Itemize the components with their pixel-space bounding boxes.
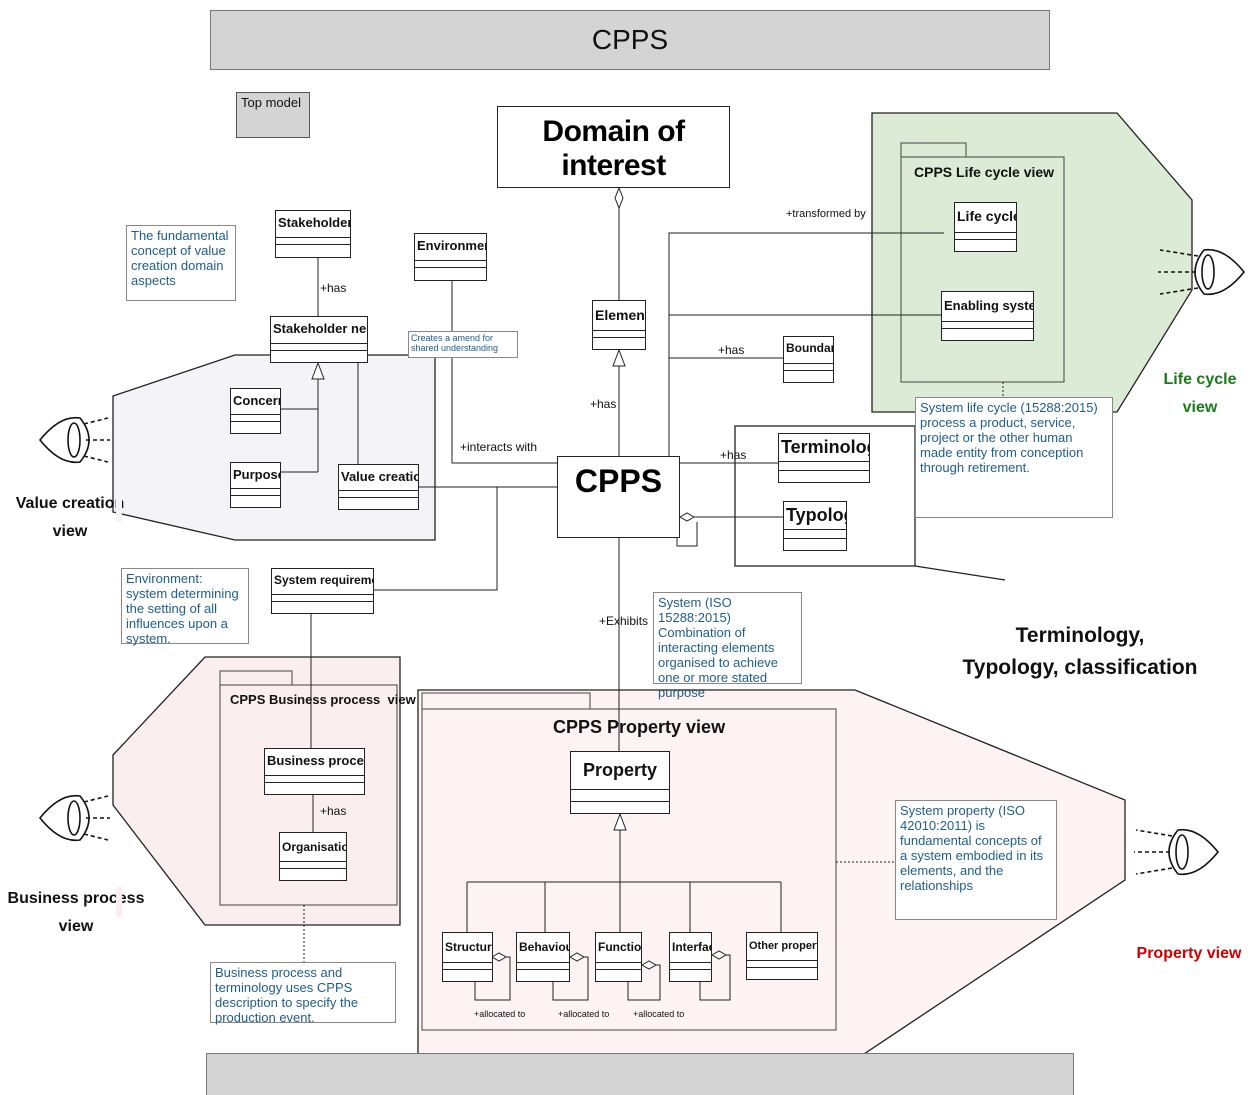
organisation-title: Organisation <box>280 833 346 862</box>
life-cycle-view-shape <box>871 112 1193 413</box>
interface-title: Interface <box>670 933 711 963</box>
value-label-clip <box>116 492 122 522</box>
value-creation-view-shape <box>112 354 436 541</box>
enabling-system-title: Enabling system <box>942 292 1033 322</box>
structure-box[interactable]: Structure <box>442 932 493 982</box>
purpose-title: Purpose <box>231 463 280 489</box>
life-cycle-package-title: CPPS Life cycle view <box>914 164 1055 180</box>
stakeholder-need-title: Stakeholder need <box>271 317 367 344</box>
life-cycle-title: Life cycle <box>955 203 1016 233</box>
business-process-view-label: Business process view <box>7 890 145 935</box>
system-def-note: System (ISO 15288:2015) Combination of i… <box>653 592 802 700</box>
boundary-box[interactable]: Boundary <box>783 336 834 383</box>
element-box[interactable]: Element <box>592 300 646 350</box>
function-title: Function <box>596 933 641 963</box>
business-process-box[interactable]: Business process <box>264 748 365 795</box>
business-package-title: CPPS Business process view <box>230 692 416 707</box>
stakeholders-box[interactable]: Stakeholders <box>275 210 351 258</box>
element-has-label: +has <box>590 397 617 411</box>
allocated-to-label-3: +allocated to <box>633 1009 685 1019</box>
property-package-outline <box>421 692 837 1031</box>
domain-of-interest-box[interactable]: Domain of interest <box>497 106 730 188</box>
environment-title: Environment <box>415 234 486 261</box>
cpps-box[interactable]: CPPS <box>557 456 680 538</box>
concern-title: Concern <box>231 389 280 415</box>
eye-icon <box>1158 248 1246 296</box>
interacts-with-label: +interacts with <box>460 440 538 454</box>
enabling-system-box[interactable]: Enabling system <box>941 291 1034 341</box>
interface-box[interactable]: Interface <box>669 932 712 982</box>
organisation-box[interactable]: Organisation <box>279 832 347 881</box>
purpose-box[interactable]: Purpose <box>230 462 281 508</box>
business-has-label: +has <box>320 804 347 818</box>
allocated-to-label-1: +allocated to <box>474 1009 526 1019</box>
business-process-title: Business process <box>265 749 364 776</box>
element-title: Element <box>593 301 645 331</box>
terminology-box[interactable]: Terminology <box>778 433 870 483</box>
lifecycle-def-note: System life cycle (15288:2015) process a… <box>915 397 1113 518</box>
boundary-title: Boundary <box>784 337 833 364</box>
life-cycle-package-outline <box>900 142 1065 383</box>
value-creation-view-label: Value creation view <box>15 495 125 540</box>
business-def-note: Business process and terminology uses CP… <box>210 962 396 1025</box>
life-cycle-box[interactable]: Life cycle <box>954 202 1017 252</box>
boundary-has-label: +has <box>718 343 745 357</box>
property-view-label: Property view <box>1136 945 1242 962</box>
eye-icon <box>38 794 110 842</box>
stakeholders-has-label: +has <box>320 281 347 295</box>
other-property-title: Other property <box>747 933 817 961</box>
function-box[interactable]: Function <box>595 932 642 982</box>
property-def-note: System property (ISO 42010:2011) is fund… <box>895 800 1057 920</box>
business-label-clip <box>116 887 122 917</box>
business-package-outline <box>219 670 398 906</box>
system-requirement-box[interactable]: System requirement <box>271 568 374 614</box>
exhibits-label: +Exhibits <box>599 614 649 628</box>
environment-def-note: Environment: system determining the sett… <box>121 568 249 646</box>
terminology-title: Terminology <box>779 434 869 462</box>
behaviour-title: Behaviour <box>517 933 569 963</box>
top-banner: CPPS <box>210 10 1050 70</box>
terminology-view-label: Terminology, Typology, classification <box>962 624 1198 679</box>
environment-shared-note: Creates a amend for shared understanding <box>408 331 518 358</box>
behaviour-box[interactable]: Behaviour <box>516 932 570 982</box>
value-creation-box[interactable]: Value creation <box>338 464 419 510</box>
value-creation-title: Value creation <box>339 465 418 491</box>
typology-box[interactable]: Typology <box>783 501 847 551</box>
terminology-has-label: +has <box>720 448 747 462</box>
concern-box[interactable]: Concern <box>230 388 281 434</box>
cpps-title: CPPS <box>574 463 663 499</box>
eye-icon <box>38 416 110 464</box>
environment-box[interactable]: Environment <box>414 233 487 281</box>
banner-title: CPPS <box>591 24 669 55</box>
stakeholder-need-box[interactable]: Stakeholder need <box>270 316 368 363</box>
property-box[interactable]: Property <box>570 751 670 814</box>
property-package-title: CPPS Property view <box>553 717 726 737</box>
value-concept-note: The fundamental concept of value creatio… <box>126 225 236 301</box>
allocated-to-label-2: +allocated to <box>558 1009 610 1019</box>
property-title: Property <box>571 752 669 790</box>
stakeholders-title: Stakeholders <box>276 211 350 238</box>
transformed-by-label: +transformed by <box>786 208 866 220</box>
structure-title: Structure <box>443 933 492 963</box>
top-model-note: Top model <box>236 92 310 138</box>
bottom-banner <box>206 1053 1074 1095</box>
life-cycle-view-label: Life cycle view <box>1163 371 1237 416</box>
eye-icon <box>1134 828 1220 876</box>
other-property-box[interactable]: Other property <box>746 932 818 980</box>
system-requirement-title: System requirement <box>272 569 373 595</box>
typology-title: Typology <box>784 502 846 530</box>
top-model-label: Top model <box>241 95 301 110</box>
domain-of-interest-title: Domain of interest <box>542 115 685 182</box>
